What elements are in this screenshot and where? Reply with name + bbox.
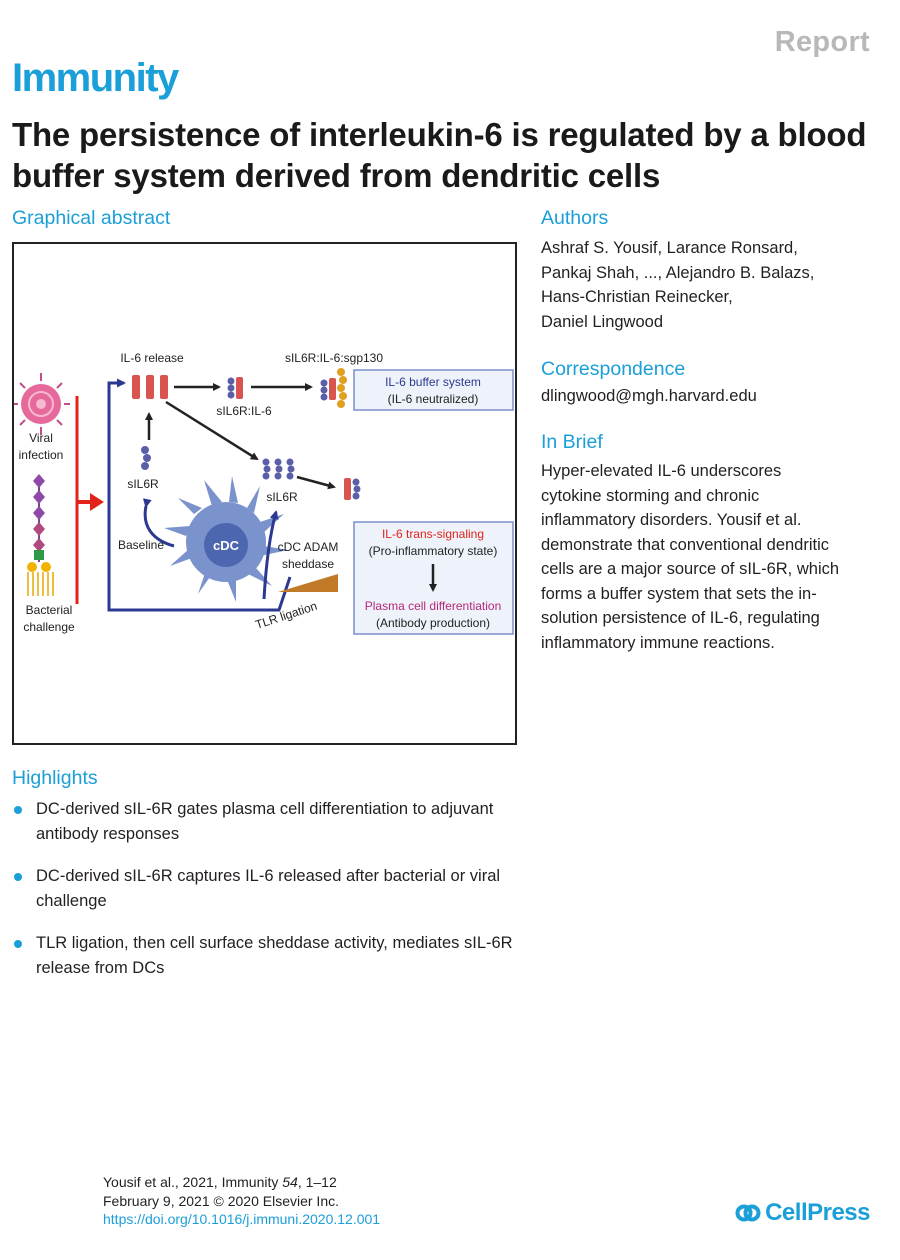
baseline-label: Baseline	[118, 538, 164, 552]
authors-list: Ashraf S. Yousif, Larance Ronsard, Panka…	[541, 236, 886, 334]
article-type-label: Report	[774, 26, 870, 58]
author-line: Daniel Lingwood	[541, 312, 664, 331]
cdc-label: cDC	[213, 538, 240, 553]
trans-subtitle: (Pro-inflammatory state)	[369, 544, 498, 558]
stimulus-arrow-icon	[77, 493, 104, 511]
dendritic-cell-icon	[164, 476, 288, 602]
adam-label-1: cDC ADAM	[278, 540, 339, 554]
buffer-system-box	[353, 369, 514, 411]
plasma-title: Plasma cell differentiation	[365, 599, 502, 613]
bullet-icon	[14, 873, 22, 881]
arrow-to-trans-complex	[296, 475, 336, 490]
citation-prefix: Yousif et al., 2021, Immunity	[103, 1174, 283, 1190]
complex-label: sIL6R:IL-6	[216, 404, 272, 418]
highlight-item: DC-derived sIL-6R gates plasma cell diff…	[12, 797, 517, 846]
citation-volume: 54	[282, 1174, 298, 1190]
viral-label-2: infection	[19, 448, 64, 462]
viral-label-1: Viral	[29, 431, 53, 445]
bullet-icon	[14, 806, 22, 814]
trans-complex-icon	[344, 478, 361, 500]
correspondence-heading: Correspondence	[541, 358, 686, 380]
cellpress-logo: CellPress	[735, 1199, 870, 1227]
publisher-name: CellPress	[765, 1199, 870, 1226]
plasma-subtitle: (Antibody production)	[376, 616, 490, 630]
sil6r-right-label: sIL6R	[266, 490, 298, 504]
sil6r-left-icon	[141, 446, 151, 470]
citation-pages: , 1–12	[297, 1174, 337, 1190]
virus-icon	[14, 373, 70, 435]
author-line: Pankaj Shah, ..., Alejandro B. Balazs,	[541, 263, 815, 282]
in-brief-line: demonstrate that conventional dendritic	[541, 535, 830, 554]
author-line: Hans-Christian Reinecker,	[541, 288, 733, 306]
sil6r-left-label: sIL6R	[127, 477, 159, 491]
bacterial-label-2: challenge	[23, 620, 75, 634]
sheddase-wedge-icon	[278, 574, 338, 592]
bullet-icon	[14, 940, 22, 948]
highlight-text: DC-derived sIL-6R gates plasma cell diff…	[36, 800, 494, 843]
highlight-item: TLR ligation, then cell surface sheddase…	[12, 931, 517, 980]
tlr-label: TLR ligation	[254, 599, 319, 632]
bacterial-label-1: Bacterial	[26, 603, 73, 617]
in-brief-line: forms a buffer system that sets the in-	[541, 584, 817, 603]
shedding-arrow	[262, 510, 279, 600]
in-brief-line: inflammatory disorders. Yousif et al.	[541, 511, 802, 529]
il6-release-label: IL-6 release	[120, 351, 184, 365]
correspondence-email[interactable]: dlingwood@mgh.harvard.edu	[541, 387, 757, 405]
graphical-abstract-heading: Graphical abstract	[12, 207, 171, 229]
highlight-text: DC-derived sIL-6R captures IL-6 released…	[36, 867, 501, 910]
adam-label-2: sheddase	[282, 557, 334, 571]
tlr-feedback-arrow	[107, 378, 292, 612]
highlights-heading: Highlights	[12, 767, 98, 789]
graphical-abstract-diagram: Viral infection Bacterial challenge	[14, 351, 514, 635]
graphical-abstract-figure: Viral infection Bacterial challenge	[12, 242, 517, 745]
citation-line: Yousif et al., 2021, Immunity 54, 1–12	[103, 1173, 380, 1192]
in-brief-line: cytokine storming and chronic	[541, 486, 760, 505]
complex-gp130-label: sIL6R:IL-6:sgp130	[285, 351, 383, 365]
sil6r-il6-complex-icon	[227, 377, 243, 399]
in-brief-text: Hyper-elevated IL-6 underscores cytokine…	[541, 459, 886, 655]
in-brief-line: cells are a major source of sIL-6R, whic…	[541, 560, 840, 578]
sil6r-right-group-icon	[262, 458, 295, 480]
highlights-list: DC-derived sIL-6R gates plasma cell diff…	[12, 797, 517, 998]
trans-title: IL-6 trans-signaling	[382, 527, 484, 541]
journal-name: Immunity	[12, 56, 179, 100]
authors-heading: Authors	[541, 207, 609, 229]
baseline-arrow	[142, 498, 175, 548]
buffer-title: IL-6 buffer system	[385, 375, 481, 389]
in-brief-line: inflammatory immune reactions.	[541, 633, 775, 652]
in-brief-heading: In Brief	[541, 431, 603, 453]
il6-cytokine-icon	[132, 375, 168, 399]
doi-link[interactable]: https://doi.org/10.1016/j.immuni.2020.12…	[103, 1211, 381, 1227]
arrow-il6-diagonal	[165, 400, 259, 461]
in-brief-line: solution persistence of IL-6, regulating	[541, 609, 820, 627]
citation-block: Yousif et al., 2021, Immunity 54, 1–12 F…	[103, 1173, 380, 1229]
in-brief-line: Hyper-elevated IL-6 underscores	[541, 462, 782, 480]
author-line: Ashraf S. Yousif, Larance Ronsard,	[541, 239, 798, 257]
sgp130-complex-icon	[320, 368, 347, 408]
citation-date: February 9, 2021 © 2020 Elsevier Inc.	[103, 1192, 339, 1209]
highlight-text: TLR ligation, then cell surface sheddase…	[36, 934, 513, 977]
bacterial-lps-icon	[27, 474, 54, 596]
highlight-item: DC-derived sIL-6R captures IL-6 released…	[12, 864, 517, 913]
article-title: The persistence of interleukin-6 is regu…	[12, 116, 867, 194]
buffer-subtitle: (IL-6 neutralized)	[388, 392, 479, 406]
cellpress-icon	[735, 1204, 761, 1222]
